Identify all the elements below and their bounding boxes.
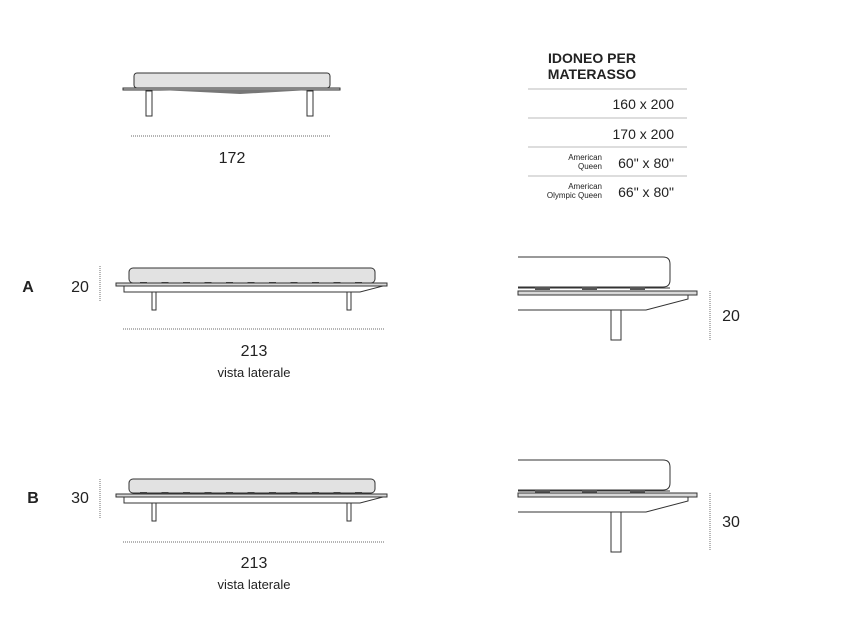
slat xyxy=(582,287,597,290)
height-label: 20 xyxy=(722,308,740,325)
bed-platform xyxy=(517,290,698,296)
variant-letter: B xyxy=(27,490,39,507)
mattress xyxy=(133,72,331,89)
slats xyxy=(140,492,362,494)
mattress xyxy=(128,267,376,284)
slat xyxy=(204,492,212,494)
slat xyxy=(247,492,255,494)
slat xyxy=(161,492,169,494)
size-value: 66" x 80" xyxy=(618,184,674,200)
slat xyxy=(312,492,319,494)
bed-leg xyxy=(306,90,314,117)
view-caption: vista laterale xyxy=(218,365,291,380)
view-caption: vista laterale xyxy=(218,577,291,592)
variant-b-side-view: B 30 213 vista laterale xyxy=(27,478,388,592)
mattress xyxy=(518,256,671,288)
variant-a-detail: 20 xyxy=(517,256,740,341)
variant-letter: A xyxy=(22,279,34,296)
slat xyxy=(140,492,147,494)
height-label: 30 xyxy=(722,514,740,531)
bed-base xyxy=(122,87,341,91)
size-name: Queen xyxy=(578,162,602,171)
variant-a-side-view: A 20 213 vista laterale xyxy=(22,266,388,380)
mattress xyxy=(128,478,376,494)
height-label: 20 xyxy=(71,279,89,296)
slat xyxy=(183,492,190,494)
bed-leg xyxy=(610,309,622,341)
bed-leg xyxy=(610,511,622,553)
size-value: 60" x 80" xyxy=(618,155,674,171)
slat-frame xyxy=(160,90,310,94)
front-view: 172 xyxy=(122,72,341,167)
width-label: 172 xyxy=(219,150,246,167)
bed-frame xyxy=(518,295,689,311)
height-label: 30 xyxy=(71,490,89,507)
bed-leg xyxy=(151,291,157,311)
slat xyxy=(290,492,298,494)
size-name: Olympic Queen xyxy=(547,191,602,200)
table-title: IDONEO PER xyxy=(548,50,636,66)
size-name: American xyxy=(568,153,602,162)
slat xyxy=(630,287,645,290)
bed-leg xyxy=(346,291,352,311)
bed-leg xyxy=(151,502,157,522)
length-label: 213 xyxy=(241,555,268,572)
bed-frame xyxy=(518,497,689,513)
slat xyxy=(535,490,550,493)
bed-leg xyxy=(346,502,352,522)
slat xyxy=(535,287,550,290)
bed-platform xyxy=(517,492,698,498)
mattress xyxy=(518,459,671,491)
length-label: 213 xyxy=(241,343,268,360)
slat xyxy=(226,492,233,494)
bed-platform xyxy=(115,282,388,287)
bed-leg xyxy=(145,90,153,117)
size-value: 160 x 200 xyxy=(613,96,675,112)
variant-b-detail: 30 xyxy=(517,459,740,553)
slat xyxy=(630,490,645,493)
mattress-size-table: IDONEO PER MATERASSO 160 x 200 170 x 200… xyxy=(528,50,687,200)
slat xyxy=(582,490,597,493)
slat xyxy=(355,492,362,494)
bed-frame xyxy=(123,496,384,504)
slat xyxy=(269,492,276,494)
bed-platform xyxy=(115,493,388,498)
size-name: American xyxy=(568,182,602,191)
size-value: 170 x 200 xyxy=(613,126,675,142)
table-title: MATERASSO xyxy=(548,66,637,82)
slat xyxy=(333,492,341,494)
bed-frame xyxy=(123,285,384,293)
